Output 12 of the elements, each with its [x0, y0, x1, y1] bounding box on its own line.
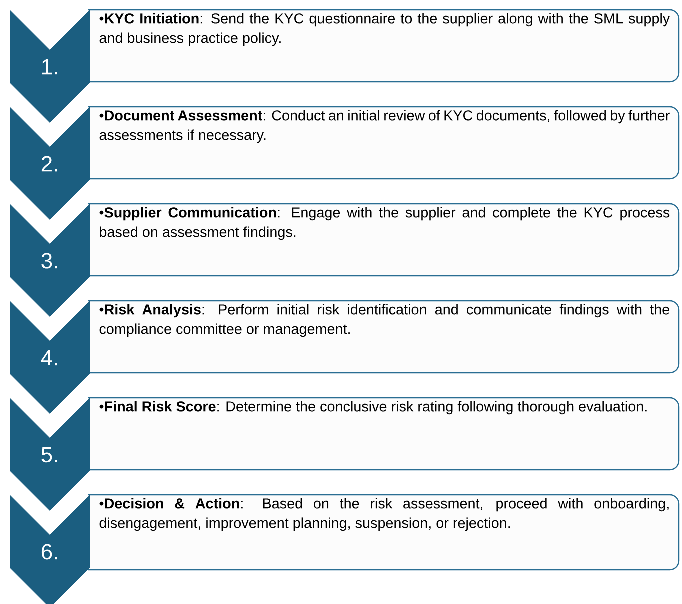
step-number-badge: 2. [10, 107, 90, 220]
step-box: •KYC Initiation: Send the KYC questionnaire to the supplier along with the SML supply and business practice policy. [88, 9, 680, 83]
step-number-badge: 3. [10, 204, 90, 317]
step-box: •Supplier Communication: Engage with the supplier and complete the KYC process based on assessment findings. [88, 203, 680, 277]
step-box: •Risk Analysis: Perform initial risk identification and communicate findings with the compliance committee or management. [88, 300, 680, 374]
step-number-badge: 5. [10, 398, 90, 511]
step-box: •Document Assessment: Conduct an initial review of KYC documents, followed by further assessments if necessary. [88, 106, 680, 180]
step-number-badge: 4. [10, 301, 90, 414]
step-number-badge: 6. [10, 495, 90, 604]
step-box: •Final Risk Score: Determine the conclusive risk rating following thorough evaluation. [88, 397, 680, 471]
step-number-badge: 1. [10, 10, 90, 123]
step-box: •Decision & Action: Based on the risk assessment, proceed with onboarding, disengagement, improvement planning, suspension, or rejection. [88, 494, 680, 571]
